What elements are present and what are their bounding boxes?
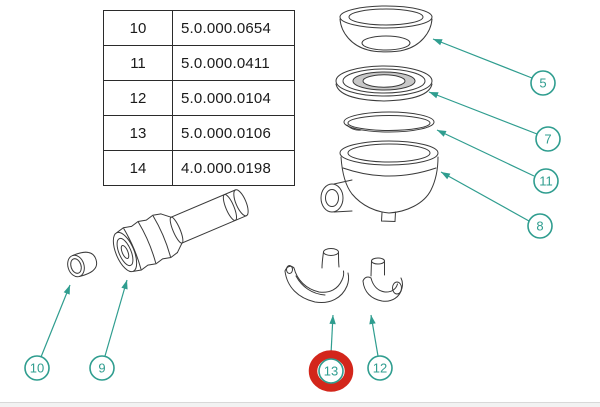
part-code-cell: 5.0.000.0106	[172, 115, 295, 151]
table-row: 11 5.0.000.0411	[103, 45, 295, 81]
arrowhead-7	[429, 92, 439, 99]
callout-13-highlighted[interactable]: 13	[308, 350, 354, 392]
part-code-cell: 5.0.000.0411	[172, 45, 295, 81]
table-row: 12 5.0.000.0104	[103, 80, 295, 116]
part-ref-cell: 11	[103, 45, 173, 81]
leader-line-9	[104, 279, 128, 357]
arrowhead-11	[437, 130, 447, 137]
callout-8[interactable]: 8	[527, 213, 553, 239]
table-row: 13 5.0.000.0106	[103, 115, 295, 151]
arrowhead-10	[63, 285, 70, 295]
svg-text:10: 10	[30, 361, 44, 376]
strainer-bowl-drawing	[339, 5, 433, 53]
bracket-right-drawing	[362, 257, 404, 302]
arrowhead-12	[369, 315, 376, 325]
leader-line-5	[432, 38, 533, 79]
part-code-cell: 5.0.000.0104	[172, 80, 295, 116]
part-ref-cell: 13	[103, 115, 173, 151]
part-code-cell: 5.0.000.0654	[172, 10, 295, 46]
part-ref-cell: 12	[103, 80, 173, 116]
page-bottom-edge	[0, 402, 600, 407]
leader-line-10	[40, 284, 71, 358]
svg-text:11: 11	[539, 174, 553, 189]
arrowhead-13	[329, 315, 336, 325]
svg-text:9: 9	[98, 361, 105, 376]
part-ref-cell: 10	[103, 10, 173, 46]
basket-lid-drawing	[335, 65, 433, 102]
svg-text:7: 7	[544, 132, 551, 147]
cap-plug-drawing	[67, 251, 98, 278]
svg-text:8: 8	[536, 219, 543, 234]
callout-12[interactable]: 12	[367, 355, 393, 381]
svg-text:12: 12	[373, 361, 387, 376]
svg-text:13: 13	[324, 364, 338, 379]
table-row: 10 5.0.000.0654	[103, 10, 295, 46]
leader-line-11	[436, 129, 535, 177]
svg-text:5: 5	[539, 76, 546, 91]
callout-7[interactable]: 7	[535, 126, 561, 152]
callout-11[interactable]: 11	[533, 168, 559, 194]
tailpiece-tube-drawing	[112, 189, 249, 273]
drain-body-drawing	[320, 140, 439, 223]
leader-line-7	[428, 91, 538, 135]
callout-5[interactable]: 5	[530, 70, 556, 96]
part-code-cell: 4.0.000.0198	[172, 150, 295, 186]
callout-10[interactable]: 10	[24, 355, 50, 381]
bracket-left-drawing	[284, 248, 350, 304]
leader-line-8	[440, 171, 530, 222]
red-highlight-ring	[308, 350, 354, 392]
part-ref-cell: 14	[103, 150, 173, 186]
arrowhead-9	[121, 280, 128, 290]
callout-9[interactable]: 9	[89, 355, 115, 381]
arrowhead-5	[433, 39, 443, 46]
arrowhead-8	[441, 172, 451, 180]
parts-table: 10 5.0.000.0654 11 5.0.000.0411 12 5.0.0…	[103, 10, 295, 186]
table-row: 14 4.0.000.0198	[103, 150, 295, 186]
gasket-ring-drawing	[343, 111, 435, 133]
